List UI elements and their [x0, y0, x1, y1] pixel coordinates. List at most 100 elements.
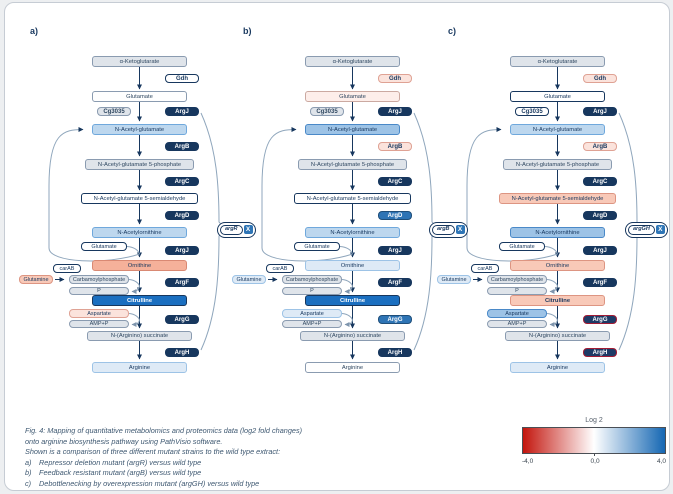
caption-item-key: a): [25, 457, 32, 467]
b-argH-box: ArgH: [378, 348, 412, 357]
b-cit-box: Citrulline: [305, 295, 400, 306]
c-nao-box: N-Acetylornithine: [510, 227, 605, 238]
b-argC-box: ArgC: [378, 177, 412, 186]
a-cg3035-box: Cg3035: [97, 107, 131, 116]
c-nag-box: N-Acetyl-glutamate: [510, 124, 605, 135]
legend-center-tick: [594, 453, 595, 456]
caption-item: a) Repressor deletion mutant (argR) versu…: [25, 458, 375, 469]
legend-mid-label: 0,0: [590, 458, 600, 465]
c-arg-box: Arginine: [510, 362, 605, 373]
a-asp-box: Aspartate: [69, 309, 129, 318]
a-argD-box: ArgD: [165, 211, 199, 220]
b-argG-box: ArgG: [378, 315, 412, 324]
b-cbp-box: Carbamoylphosphate: [282, 275, 342, 284]
knockout-x-icon: X: [655, 225, 665, 235]
caption-item-key: b): [25, 468, 32, 478]
pathway-arrows: [48, 67, 226, 360]
b-nag-box: N-Acetyl-glutamate: [305, 124, 400, 135]
b-p-box: P: [282, 287, 342, 295]
c-ampp-box: AMP+P: [487, 320, 547, 328]
b-ampp-box: AMP+P: [282, 320, 342, 328]
a-argJ1-box: ArgJ: [165, 107, 199, 116]
legend-max-label: 4,0: [656, 458, 666, 465]
a-nag-box: N-Acetyl-glutamate: [92, 124, 187, 135]
b-arg-box: Arginine: [305, 362, 400, 373]
b-gln-box: Glutamine: [232, 275, 266, 284]
caption-item-text: Repressor deletion mutant (argR) versus …: [39, 457, 202, 467]
c-cbp-box: Carbamoylphosphate: [487, 275, 547, 284]
c-argJ2-box: ArgJ: [583, 246, 617, 255]
a-nagp-box: N-Acetyl-glutamate 5-phosphate: [85, 159, 194, 170]
a-arg-box: Arginine: [92, 362, 187, 373]
caption-line: Shown is a comparison of three different…: [25, 447, 281, 457]
legend-min-label: -4,0: [522, 458, 534, 465]
b-gdh-box: Gdh: [378, 74, 412, 83]
c-gdh-box: Gdh: [583, 74, 617, 83]
mutant-gene-name: argR: [220, 224, 243, 235]
c-asp-box: Aspartate: [487, 309, 547, 318]
b-nagp-box: N-Acetyl-glutamate 5-phosphate: [298, 159, 407, 170]
caption-item-key: c): [25, 478, 32, 488]
a-argG-box: ArgG: [165, 315, 199, 324]
a-argF-box: ArgF: [165, 278, 199, 287]
b-argF-box: ArgF: [378, 278, 412, 287]
a-nao-box: N-Acetylornithine: [92, 227, 187, 238]
caption-item: c)Debottlenecking by overexpression muta…: [25, 479, 375, 490]
b-asp-box: Aspartate: [282, 309, 342, 318]
c-argJ1-box: ArgJ: [583, 107, 617, 116]
log2-legend: Log 2 -4,0 0,0 4,0: [522, 417, 666, 465]
b-nas-box: N-(Arginino) succinate: [300, 331, 405, 341]
panel-label-a: a): [30, 26, 39, 36]
a-carab-box: carAB: [53, 264, 81, 273]
panel-label-c: c): [448, 26, 457, 36]
a-orn-box: Ornithine: [92, 260, 187, 271]
c-glu2-box: Glutamate: [499, 242, 545, 251]
a-argB-box: ArgB: [165, 142, 199, 151]
c-argD-box: ArgD: [583, 211, 617, 220]
b-argD-box: ArgD: [378, 211, 412, 220]
b-glutamate-box: Glutamate: [305, 91, 400, 102]
a-cit-box: Citrulline: [92, 295, 187, 306]
b-orn-box: Ornithine: [305, 260, 400, 271]
b-nao-box: N-Acetylornithine: [305, 227, 400, 238]
c-nas-box: N-(Arginino) succinate: [505, 331, 610, 341]
a-nas-box: N-(Arginino) succinate: [87, 331, 192, 341]
c-cit-box: Citrulline: [510, 295, 605, 306]
pathway-arrows: [466, 67, 644, 360]
mutant-gene-name: argB: [432, 224, 455, 235]
b-argJ1-box: ArgJ: [378, 107, 412, 116]
b-akg-box: α-Ketoglutarate: [305, 56, 400, 67]
caption-item: b) Feedback resistant mutant (argB) versu…: [25, 468, 375, 479]
b-glu2-box: Glutamate: [294, 242, 340, 251]
caption-line: Fig. 4: Mapping of quantitative metabolo…: [25, 426, 303, 435]
b-cg3035-box: Cg3035: [310, 107, 344, 116]
c-argG-box: ArgG: [583, 315, 617, 324]
c-argC-box: ArgC: [583, 177, 617, 186]
pathway-arrows: [261, 67, 439, 360]
caption-item-text: Feedback resistant mutant (argB) versus …: [39, 468, 202, 478]
c-argF-box: ArgF: [583, 278, 617, 287]
a-akg-box: α-Ketoglutarate: [92, 56, 187, 67]
knockout-x-icon: X: [243, 225, 253, 235]
a-ampp-box: AMP+P: [69, 320, 129, 328]
c-glutamate-box: Glutamate: [510, 91, 605, 102]
c-akg-box: α-Ketoglutarate: [510, 56, 605, 67]
c-argB-box: ArgB: [583, 142, 617, 151]
a-argJ2-box: ArgJ: [165, 246, 199, 255]
a-gln-box: Glutamine: [19, 275, 53, 284]
a-p-box: P: [69, 287, 129, 295]
a-nags-box: N-Acetyl-glutamate 5-semialdehyde: [81, 193, 198, 204]
a-argC-box: ArgC: [165, 177, 199, 186]
c-nags-box: N-Acetyl-glutamate 5-semialdehyde: [499, 193, 616, 204]
b-carab-box: carAB: [266, 264, 294, 273]
a-glu2-box: Glutamate: [81, 242, 127, 251]
knockout-x-icon: X: [455, 225, 465, 235]
a-glutamate-box: Glutamate: [92, 91, 187, 102]
c-orn-box: Ornithine: [510, 260, 605, 271]
